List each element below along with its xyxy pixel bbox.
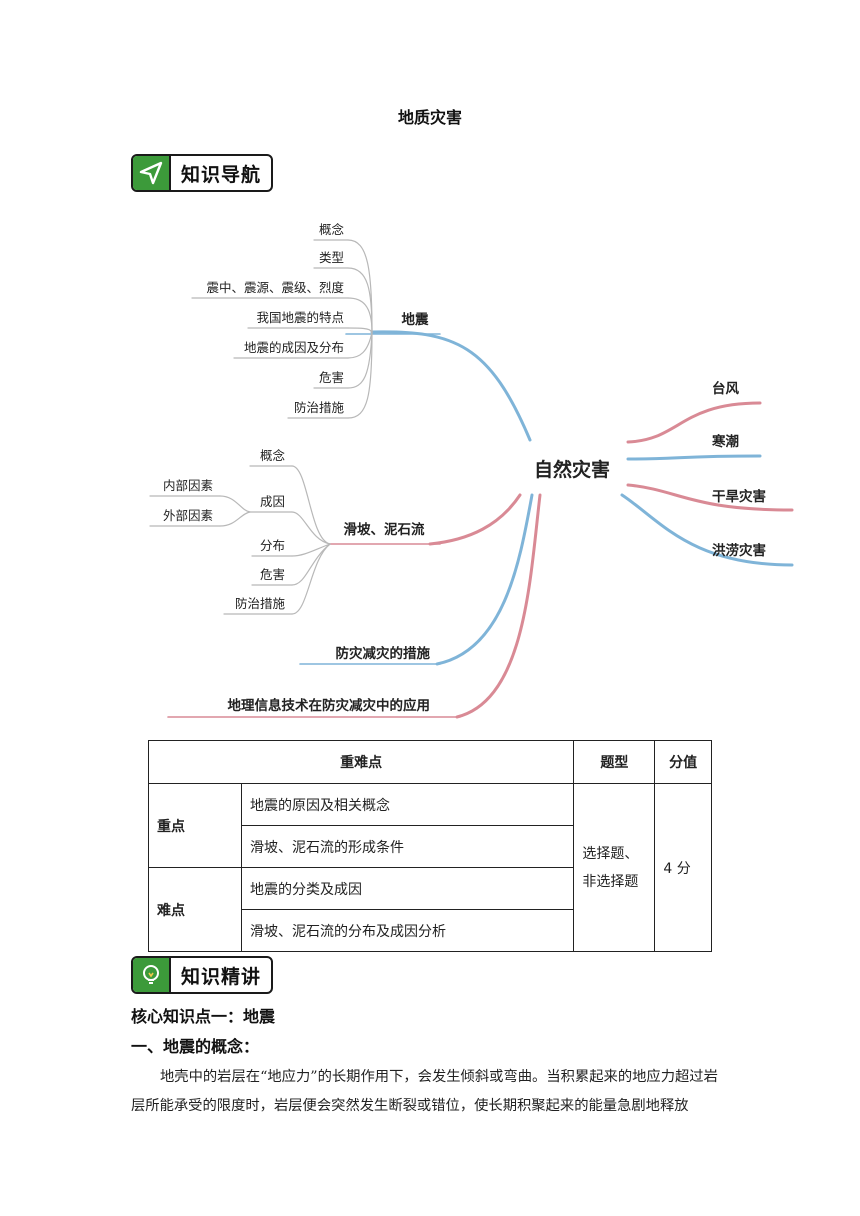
- body-paragraph: 地壳中的岩层在“地应力”的长期作用下，会发生倾斜或弯曲。当积累起来的地应力超过岩…: [131, 1069, 718, 1114]
- table-cell: 地震的分类及成因: [240, 867, 575, 910]
- lightbulb-icon: [133, 958, 171, 992]
- branch-measures: [435, 493, 534, 666]
- section-heading: 一、地震的概念：: [131, 1037, 260, 1056]
- node-geo-info: 地理信息技术在防灾减灾中的应用: [228, 697, 431, 714]
- paper-plane-icon: [133, 156, 171, 190]
- cell-score: 4 分: [654, 783, 712, 952]
- knowledge-lecture-banner: 知识精讲: [131, 956, 273, 994]
- node-ls-concept: 概念: [260, 448, 286, 463]
- branch-drought: [626, 483, 794, 512]
- table-row: 滑坡、泥石流的形成条件: [149, 825, 712, 868]
- node-eq-prevent: 防治措施: [294, 400, 345, 415]
- node-landslide: 滑坡、泥石流: [344, 521, 425, 538]
- branch-cold-wave: [626, 454, 762, 461]
- table-row: 重点 地震的原因及相关概念 选择题、非选择题 4 分: [148, 783, 712, 952]
- node-drought: 干旱灾害: [712, 488, 766, 505]
- cell-question-type: 选择题、非选择题: [573, 783, 656, 952]
- branch-geo-info: [455, 493, 542, 719]
- branch-earthquake: [370, 330, 532, 442]
- table-cell: 滑坡、泥石流的形成条件: [240, 825, 575, 868]
- key-difficult-table: 重难点 题型 分值 重点 地震的原因及相关概念 选择题、非选择题 4 分 滑坡、…: [147, 740, 712, 952]
- branch-flood: [620, 493, 794, 567]
- row-label-difficult: 难点: [148, 867, 242, 952]
- node-ls-cause: 成因: [260, 494, 285, 509]
- page-title: 地质灾害: [397, 108, 462, 127]
- mindmap-center: 自然灾害: [534, 458, 610, 481]
- header-question-type: 题型: [573, 740, 656, 784]
- node-eq-harm: 危害: [319, 370, 344, 385]
- node-eq-china: 我国地震的特点: [256, 310, 344, 325]
- branch-landslide: [428, 493, 522, 546]
- banner-label: 知识精讲: [180, 965, 261, 988]
- row-label-key: 重点: [148, 783, 242, 868]
- mind-map: 自然灾害 地震 概念 类型 震中、震源、震级、烈度 我国地震的特点 地震的成因及…: [149, 222, 794, 719]
- node-earthquake: 地震: [402, 311, 429, 328]
- table-cell: 地震的原因及相关概念: [240, 783, 575, 826]
- node-ls-harm: 危害: [260, 567, 285, 582]
- node-external-factor: 外部因素: [163, 508, 213, 523]
- node-flood: 洪涝灾害: [712, 542, 766, 559]
- node-ls-prevent: 防治措施: [235, 596, 286, 611]
- core-knowledge-heading: 核心知识点一：地震: [131, 1007, 276, 1026]
- branch-typhoon: [626, 401, 762, 444]
- table-cell: 滑坡、泥石流的分布及成因分析: [240, 909, 575, 952]
- header-score: 分值: [654, 740, 712, 784]
- node-eq-concept: 概念: [319, 222, 345, 237]
- table-row: 滑坡、泥石流的分布及成因分析: [149, 909, 712, 952]
- node-eq-type: 类型: [319, 250, 344, 265]
- header-key-difficult: 重难点: [147, 740, 575, 784]
- node-ls-distribution: 分布: [260, 538, 285, 553]
- node-measures: 防灾减灾的措施: [336, 645, 431, 662]
- banner-label: 知识导航: [180, 163, 261, 186]
- node-typhoon: 台风: [712, 380, 740, 397]
- node-cold-wave: 寒潮: [712, 433, 739, 450]
- node-internal-factor: 内部因素: [163, 478, 213, 493]
- knowledge-navigation-banner: 知识导航: [131, 154, 273, 192]
- node-eq-epicenter: 震中、震源、震级、烈度: [206, 280, 344, 295]
- table-header-row: 重难点 题型 分值: [147, 740, 712, 784]
- node-eq-cause: 地震的成因及分布: [244, 340, 344, 355]
